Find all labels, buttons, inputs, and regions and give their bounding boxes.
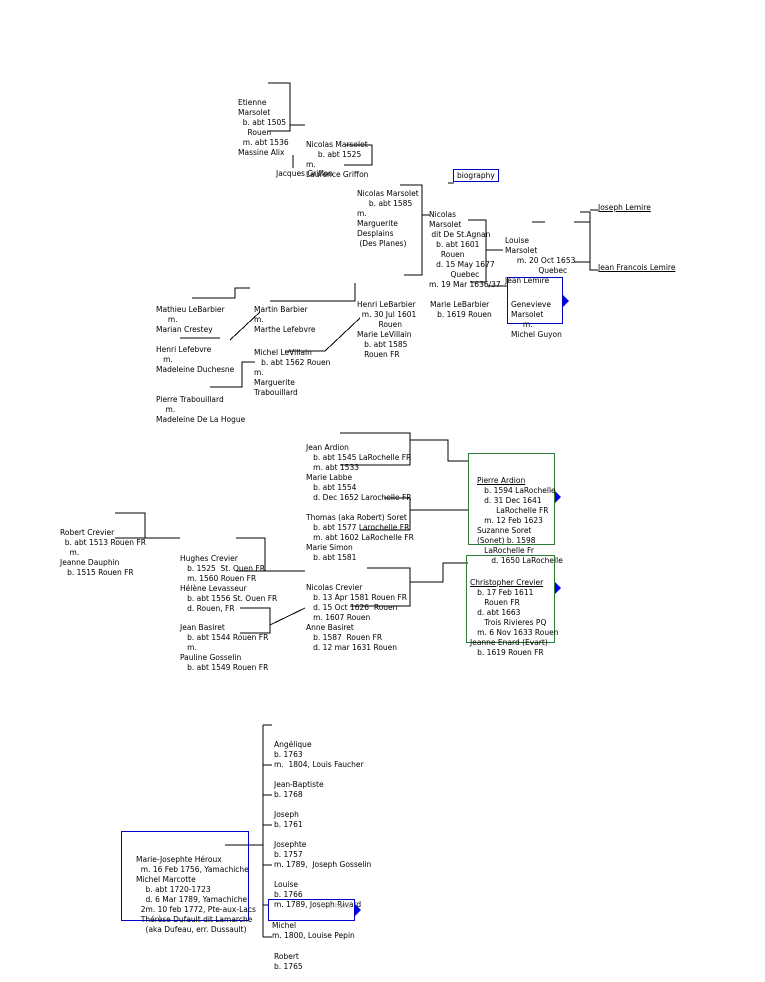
jean-francois-lemire-link[interactable]: Jean Francois Lemire <box>598 263 676 272</box>
mathieu-lebarbier: Mathieu LeBarbier m.Marian Crestey <box>156 305 225 334</box>
marie-lebarbier: Marie LeBarbier b. 1619 Rouen <box>430 300 492 319</box>
pierre-ardion-link[interactable]: Pierre Ardion <box>477 476 526 485</box>
marcotte-parents-box: Marie-Josephte Héroux m. 16 Feb 1756, Ya… <box>121 831 256 934</box>
pierre-ardion-box: Pierre Ardion b. 1594 LaRochelle d. 31 D… <box>468 453 563 565</box>
click-here-link[interactable]: click here <box>317 902 351 910</box>
nicolas-crevier: Nicolas Crevier b. 13 Apr 1581 Rouen FR … <box>306 583 407 652</box>
biography-button[interactable]: biography <box>453 169 499 182</box>
christopher-crevier-box: Christopher Crevier b. 17 Feb 1611 Rouen… <box>466 555 558 657</box>
robert-crevier: Robert Crevier b. abt 1513 Rouen FR m.Je… <box>60 528 146 577</box>
jean-ardion: Jean Ardion b. abt 1545 LaRochelle FR m.… <box>306 443 412 502</box>
jacques-griffon: Jacques Griffon <box>276 169 333 178</box>
hughes-crevier: Hughes Crevier b. 1525 St. Ouen FR m. 15… <box>180 554 278 613</box>
thomas-soret: Thomas (aka Robert) Soret b. abt 1577 La… <box>306 513 414 562</box>
christopher-crevier-link[interactable]: Christopher Crevier <box>470 578 544 587</box>
christopher-crevier-details: b. 17 Feb 1611 Rouen FR d. abt 1663 Troi… <box>470 588 559 657</box>
henri-lefebvre: Henri Lefebvre m.Madeleine Duchesne <box>156 345 235 374</box>
marcotte-parents: Marie-Josephte Héroux m. 16 Feb 1756, Ya… <box>136 855 256 934</box>
joseph-lemire-link[interactable]: Joseph Lemire <box>598 203 651 212</box>
pierre-trabouillard: Pierre Trabouillard m.Madeleine De La Ho… <box>156 395 246 424</box>
jean-basiret: Jean Basiret b. abt 1544 Rouen FR m.Paul… <box>180 623 269 672</box>
pierre-ardion-details: b. 1594 LaRochelle d. 31 Dec 1641 LaRoch… <box>477 486 563 565</box>
